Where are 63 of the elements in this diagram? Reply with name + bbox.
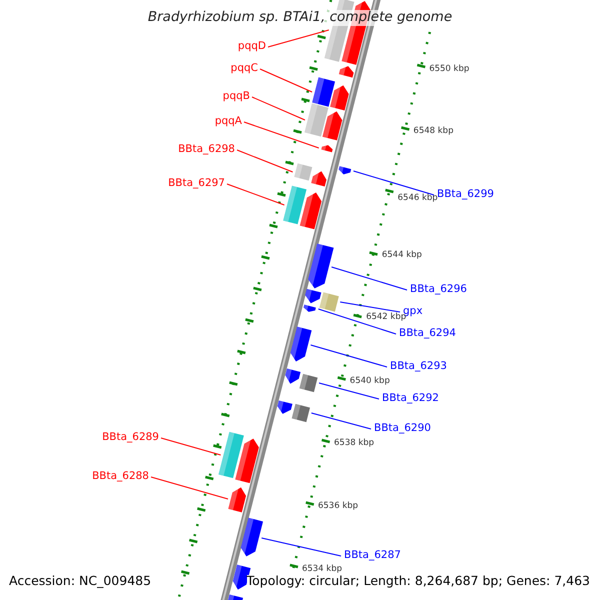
gene-block (319, 292, 339, 312)
accession-text: Accession: NC_009485 (9, 575, 152, 588)
leader-line (244, 122, 320, 148)
gene-label: pqqA (214, 116, 242, 126)
leader-line (260, 68, 313, 92)
leader-line (340, 302, 400, 312)
gene-label: BBta_6299 (437, 189, 494, 200)
scale-label: 6540 kbp (350, 377, 390, 386)
leader-line (252, 96, 306, 120)
gene-marker (311, 170, 326, 186)
gene-label: BBta_6294 (399, 328, 456, 338)
scale-label: 6544 kbp (382, 251, 422, 260)
leader-line (236, 150, 294, 172)
leader-line (310, 412, 372, 430)
leader-line (310, 344, 388, 368)
gene-block (294, 163, 312, 181)
leader-line (318, 308, 396, 334)
gene-marker (235, 438, 259, 484)
gene-label: pqqC (230, 63, 258, 74)
gene-block (304, 103, 328, 137)
gene-block (312, 77, 336, 107)
gene-label: pqqB (222, 91, 250, 102)
gene-label: BBta_6298 (178, 144, 235, 154)
leader-line (352, 170, 434, 196)
gene-label: BBta_6288 (92, 471, 149, 482)
gene-label: pqqD (238, 41, 266, 52)
gene-label: BBta_6290 (374, 423, 431, 434)
scale-label: 6536 kbp (318, 502, 358, 510)
gene-marker (338, 66, 354, 78)
gene-label: BBta_6297 (168, 178, 225, 188)
gene-marker (285, 368, 301, 384)
gene-marker (228, 486, 246, 512)
scale-label: 6550 kbp (429, 65, 470, 74)
scale-label: 6548 kbp (413, 127, 454, 136)
leader-line (318, 382, 380, 400)
leader-line (160, 438, 222, 456)
gene-block (299, 374, 318, 392)
gene-label: BBta_6296 (410, 284, 467, 294)
gene-label: BBta_6293 (390, 361, 447, 372)
gene-marker (290, 326, 312, 362)
gene-marker (304, 304, 316, 312)
leader-line (261, 538, 342, 556)
gene-marker (300, 192, 322, 230)
gene-marker (330, 84, 349, 110)
gene-marker (321, 144, 333, 152)
leader-line (268, 30, 330, 48)
leader-line (226, 184, 285, 206)
gene-block (283, 186, 307, 224)
gene-marker (277, 400, 292, 414)
leader-line (150, 476, 228, 500)
gene-label: BBta_6289 (102, 432, 159, 442)
gene-block (292, 404, 310, 422)
scale-label: 6538 kbp (334, 439, 374, 448)
gene-label: BBta_6292 (382, 393, 439, 404)
scale-label: 6534 kbp (302, 565, 342, 574)
gene-marker (228, 594, 244, 600)
gene-marker (322, 110, 342, 140)
gene-block (218, 432, 244, 478)
leader-line (331, 266, 408, 290)
scale-label: 6546 kbp (398, 194, 438, 202)
gene-marker (338, 166, 352, 174)
gene-marker (240, 518, 264, 556)
gene-label: BBta_6287 (344, 550, 401, 560)
